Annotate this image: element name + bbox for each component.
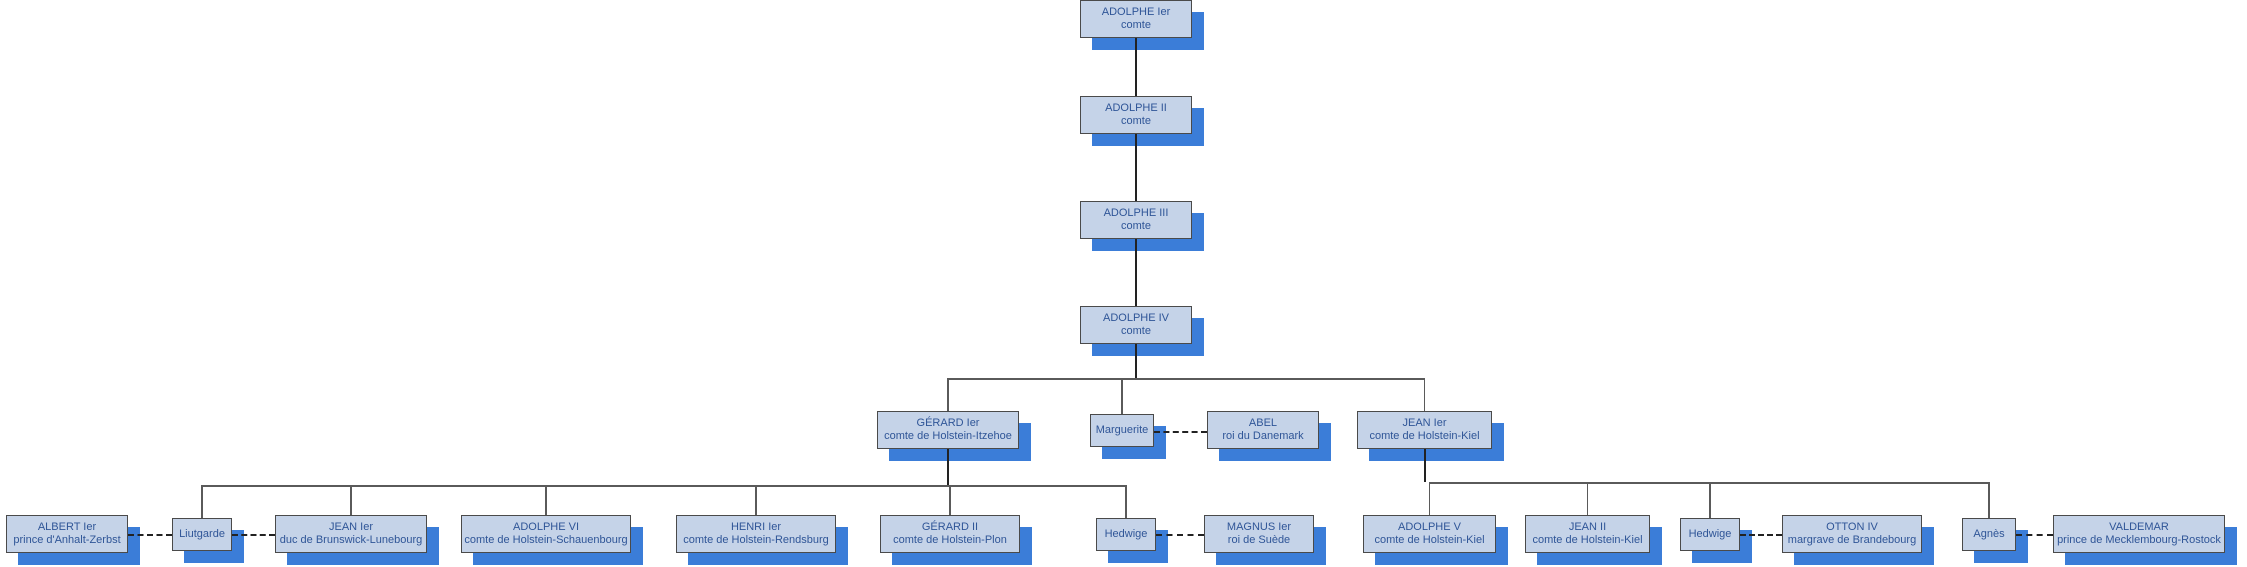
person-node-hedwige1[interactable]: Hedwige [1096, 518, 1156, 551]
person-name: MAGNUS Ier [1226, 521, 1292, 534]
person-name: ALBERT Ier [37, 521, 97, 534]
person-name: ADOLPHE VI [512, 521, 580, 534]
person-node-agnes[interactable]: Agnès [1962, 518, 2016, 551]
person-title: comte de Holstein-Rendsburg [683, 534, 829, 546]
marriage-link-agnes-valdemar [2016, 534, 2053, 536]
person-name: HENRI Ier [730, 521, 782, 534]
connector-vertical [545, 485, 547, 515]
person-name: ADOLPHE IV [1102, 312, 1170, 325]
connector-vertical [1586, 482, 1589, 515]
connector-vertical [755, 485, 757, 515]
connector-vertical [1135, 134, 1137, 201]
person-name: JEAN Ier [1402, 417, 1447, 430]
connector-vertical [1121, 378, 1123, 414]
person-title: comte de Holstein-Itzehoe [884, 430, 1012, 442]
connector-vertical [201, 485, 203, 518]
person-name: Marguerite [1095, 424, 1149, 437]
person-name: ADOLPHE Ier [1101, 6, 1171, 19]
connector-vertical [1135, 239, 1137, 306]
connector-vertical [1988, 482, 1990, 518]
connector-vertical [1423, 378, 1426, 411]
person-name: GÉRARD II [921, 521, 979, 534]
person-title: prince de Mecklembourg-Rostock [2057, 534, 2221, 546]
person-node-hedwige2[interactable]: Hedwige [1680, 518, 1740, 551]
person-title: comte [1121, 220, 1151, 232]
person-name: ADOLPHE II [1105, 102, 1167, 115]
person-title: comte de Holstein-Schauenbourg [464, 534, 628, 546]
person-title: comte de Holstein-Kiel [1374, 534, 1485, 546]
person-title: prince d'Anhalt-Zerbst [13, 534, 121, 546]
connector-horizontal [202, 485, 1126, 487]
marriage-link-hedwige1-magnus1 [1156, 534, 1204, 536]
person-node-marguerite[interactable]: Marguerite [1090, 414, 1154, 447]
connector-vertical [1125, 485, 1127, 518]
connector-vertical [1709, 482, 1711, 518]
person-name: Agnès [1973, 528, 2005, 541]
connector-vertical [947, 449, 949, 485]
person-name: ADOLPHE V [1398, 521, 1461, 534]
person-name: JEAN II [1568, 521, 1607, 534]
marriage-link-hedwige2-otton4 [1740, 534, 1782, 536]
person-name: JEAN Ier [328, 521, 373, 534]
person-name: Hedwige [1688, 528, 1732, 541]
person-name: Liutgarde [179, 528, 225, 541]
marriage-link-albert1-liutgarde [128, 534, 172, 536]
person-title: margrave de Brandebourg [1787, 534, 1917, 546]
connector-vertical [1423, 449, 1426, 482]
marriage-link-marguerite-abel [1154, 431, 1207, 433]
person-name: VALDEMAR [2109, 521, 2169, 534]
person-name: ADOLPHE III [1103, 207, 1169, 220]
person-name: Hedwige [1104, 528, 1148, 541]
person-title: comte [1121, 19, 1151, 31]
person-title: roi du Danemark [1222, 430, 1304, 442]
person-name: OTTON IV [1826, 521, 1878, 534]
connector-vertical [1135, 344, 1137, 378]
connector-vertical [1135, 38, 1137, 96]
person-title: comte [1121, 325, 1151, 337]
connector-vertical [947, 378, 949, 411]
connector-horizontal [948, 378, 1425, 380]
person-title: duc de Brunswick-Lunebourg [279, 534, 423, 546]
person-title: comte de Holstein-Kiel [1369, 430, 1480, 442]
person-title: comte [1121, 115, 1151, 127]
connector-vertical [1428, 482, 1431, 515]
person-title: comte de Holstein-Plon [893, 534, 1007, 546]
person-title: comte de Holstein-Kiel [1532, 534, 1643, 546]
person-node-liutgarde[interactable]: Liutgarde [172, 518, 232, 551]
connector-vertical [949, 485, 951, 515]
person-title: roi de Suède [1227, 534, 1291, 546]
marriage-link-liutgarde-jean1duc [232, 534, 275, 536]
person-name: ABEL [1248, 417, 1278, 430]
connector-vertical [350, 485, 352, 515]
person-name: GÉRARD Ier [916, 417, 980, 430]
